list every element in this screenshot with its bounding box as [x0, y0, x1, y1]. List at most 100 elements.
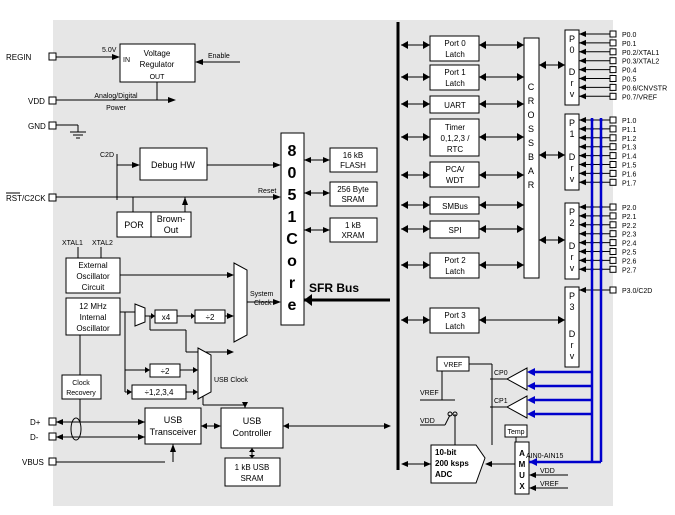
port0-line1: Port 0: [444, 39, 466, 48]
pin-p2-0: [609, 203, 617, 211]
port-driver-char: r: [571, 252, 574, 262]
pin-dplus-label: D+: [30, 418, 41, 427]
pca-line2: WDT: [446, 176, 464, 185]
pin-p2-6: [609, 256, 617, 264]
port-driver-char: r: [571, 78, 574, 88]
osc-mux-small: [134, 303, 146, 327]
port-driver-char: P: [569, 34, 575, 44]
crossbar-label-char: A: [528, 166, 534, 176]
sfr-bus: SFR Bus: [304, 22, 400, 470]
pin-label: P2.5: [622, 250, 637, 257]
clock-recovery-line2: Recovery: [66, 390, 96, 397]
timer-line2: 0,1,2,3 /: [441, 134, 471, 143]
int-osc-line2: Internal: [80, 313, 107, 322]
timer-line1: Timer: [445, 123, 465, 132]
core-label-char: r: [289, 275, 295, 292]
ext-osc-box: [65, 257, 121, 294]
analog-input-bus: [527, 118, 603, 466]
pin-vbus-label: VBUS: [22, 458, 44, 467]
int-osc-line1: 12 MHz: [79, 302, 107, 311]
port-driver-char: D: [569, 152, 576, 162]
pin-label: P0.3/XTAL2: [622, 59, 659, 66]
debug-hw-box: [139, 147, 208, 181]
pin-rst: [48, 193, 57, 202]
port-driver-char: 3: [569, 302, 574, 312]
pin-label: P0.5: [622, 77, 637, 84]
core-label-char: o: [287, 253, 297, 270]
pin-label: P1.4: [622, 154, 637, 161]
xtal2-label: XTAL2: [92, 240, 113, 247]
brownout-line1: Brown-: [157, 214, 186, 224]
pin-regin: [48, 52, 57, 61]
usb: USB Transceiver USB Controller 1 kB USB …: [56, 407, 391, 487]
amux-label-char: A: [519, 449, 525, 458]
timer-line3: RTC: [447, 145, 464, 154]
flash-line1: 16 kB: [343, 151, 363, 160]
adc-line3: ADC: [435, 470, 453, 479]
core-label-char: 5: [288, 187, 297, 204]
port3-latch-box: [429, 307, 480, 334]
crossbar-label-char: S: [528, 124, 534, 134]
brownout-line2: Out: [164, 225, 179, 235]
port2-line1: Port 2: [444, 256, 466, 265]
port-driver-char: v: [570, 263, 575, 273]
port-driver-char: P: [569, 207, 575, 217]
crossbar-label-char: R: [528, 180, 535, 190]
regulator-in: IN: [123, 57, 130, 64]
pin-p1-5: [609, 161, 617, 168]
ext-osc-line1: External: [78, 261, 108, 270]
sram-line1: 256 Byte: [337, 185, 369, 194]
pin-label: P2.6: [622, 258, 637, 265]
pin-p3-0-c2d: [609, 286, 617, 294]
amux-vdd-label: VDD: [540, 468, 555, 475]
amux-label-char: X: [519, 482, 525, 491]
xtal1-label: XTAL1: [62, 240, 83, 247]
usb-sram-box: [224, 457, 281, 487]
crossbar-box: [523, 37, 540, 279]
sram-line2: SRAM: [341, 195, 364, 204]
port1-line1: Port 1: [444, 68, 466, 77]
pin-p0-2-xtal1: [609, 48, 617, 56]
pin-p2-7: [609, 265, 617, 273]
pin-label: P0.6/CNVSTR: [622, 85, 667, 92]
vref-box-label: VREF: [444, 362, 463, 369]
core-label-char: C: [286, 231, 298, 248]
port-driver-3: [564, 286, 580, 368]
regulator-analog1: Analog/Digital: [94, 93, 138, 100]
port1-line2: Latch: [445, 79, 465, 88]
por-label: POR: [124, 220, 144, 230]
pin-dminus: [48, 432, 57, 441]
pin-label: P0.7/VREF: [622, 94, 657, 101]
pin-p1-3: [609, 143, 617, 151]
pin-label: P0.1: [622, 41, 637, 48]
usb-sram-line1: 1 kB USB: [235, 463, 270, 472]
pin-p0-1: [609, 39, 617, 47]
pin-rst-label: RST/C2CK: [6, 194, 46, 203]
port-driver-char: r: [571, 163, 574, 173]
regulator-analog2: Power: [106, 105, 127, 112]
sysclk-line1: System: [250, 291, 274, 298]
port-driver-char: P: [569, 291, 575, 301]
pin-label: P1.2: [622, 136, 637, 143]
pin-label: P0.4: [622, 68, 637, 75]
port-driver-char: D: [569, 329, 576, 339]
pin-vdd: [48, 96, 57, 105]
pin-p0-3-xtal2: [609, 57, 617, 65]
clock-recovery-line1: Clock: [72, 380, 90, 387]
port-driver-char: 2: [569, 218, 574, 228]
crossbar-label-char: S: [528, 138, 534, 148]
smbus-label: SMBus: [442, 202, 468, 211]
pca-line1: PCA/: [446, 165, 465, 174]
port-driver-char: v: [570, 89, 575, 99]
int-osc-line3: Oscillator: [76, 324, 110, 333]
pin-label: P2.7: [622, 267, 637, 274]
port3-line1: Port 3: [444, 311, 466, 320]
port-driver-char: P: [569, 118, 575, 128]
sysclk-mux: [233, 262, 248, 343]
right-pins: P0.0P0.1P0.2/XTAL1P0.3/XTAL2P0.4P0.5P0.6…: [579, 30, 667, 295]
div2b-label: ÷2: [161, 367, 170, 376]
